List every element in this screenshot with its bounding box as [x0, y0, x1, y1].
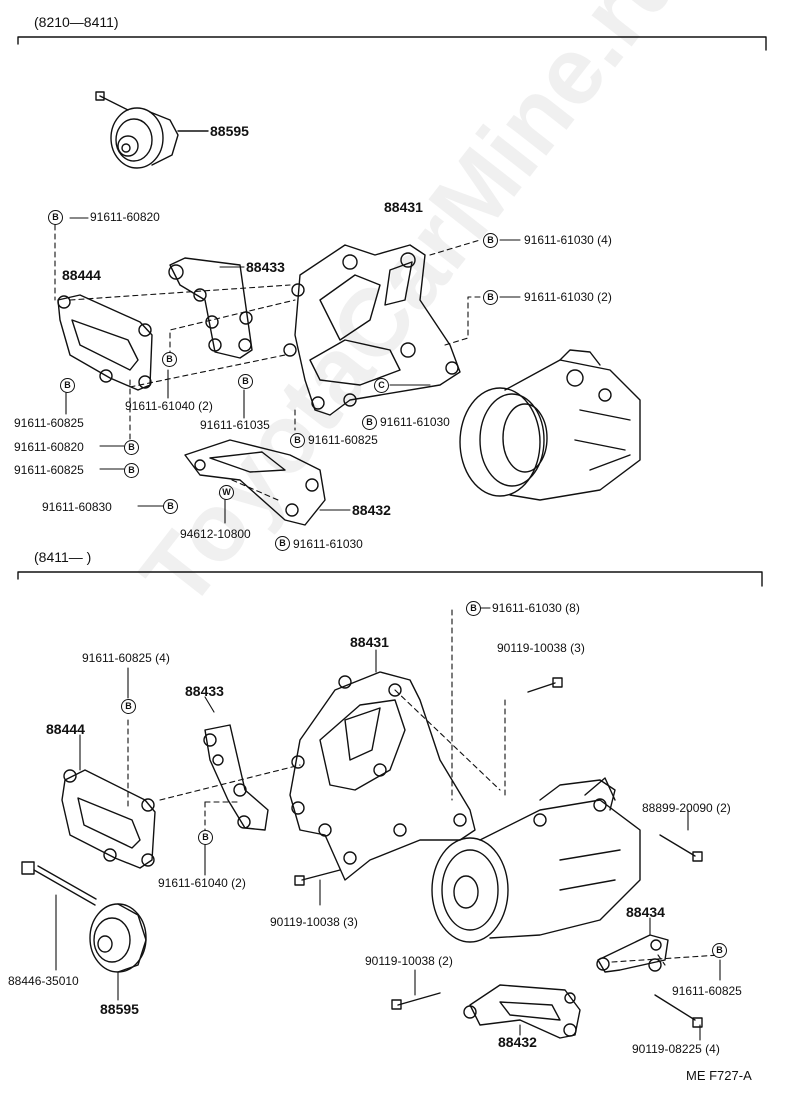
bolt-badge: B [124, 440, 139, 455]
section1-frame [17, 36, 767, 51]
bolt-label: 88446-35010 [8, 974, 79, 988]
section1-range: (8210—8411) [34, 14, 119, 30]
pulley-88595-b [89, 903, 147, 973]
part-label-88444: 88444 [62, 267, 101, 283]
compressor-b [431, 777, 641, 943]
bolt-label: 88899-20090 (2) [642, 801, 731, 815]
bolt-label: 91611-61030 (2) [524, 290, 612, 304]
bolt-label: 90119-10038 (3) [270, 915, 358, 929]
bolt-label: 91611-61040 (2) [125, 399, 213, 413]
washer-label: 94612-10800 [180, 527, 251, 541]
link-88433 [168, 257, 253, 359]
part-label-88444: 88444 [46, 721, 85, 737]
bracket-88432 [184, 439, 326, 526]
bolt-badge: B [362, 415, 377, 430]
bolt-label: 91611-61040 (2) [158, 876, 246, 890]
part-label-88595: 88595 [210, 123, 249, 139]
bracket-88432-b [463, 984, 581, 1039]
bolt-label: 90119-10038 (3) [497, 641, 585, 655]
plate-88444 [57, 294, 153, 391]
bolt-label: 91611-61030 [380, 415, 450, 429]
bolt-badge: B [163, 499, 178, 514]
bolt-badge: B [238, 374, 253, 389]
section2-solid-leaders [55, 607, 721, 1041]
bolt-badge: B [162, 352, 177, 367]
bolt-label: 91611-61030 (4) [524, 233, 612, 247]
bolt-label: 91611-60825 [14, 416, 84, 430]
bolt-badge: B [483, 233, 498, 248]
bracket-88434 [596, 934, 669, 973]
bolt-label: 91611-60820 [14, 440, 84, 454]
bolt-badge: B [48, 210, 63, 225]
bolt-badge: B [60, 378, 75, 393]
washer-badge: W [219, 485, 234, 500]
bolts-sec2 [294, 677, 703, 1028]
bolt-badge: B [121, 699, 136, 714]
bolt-88446 [21, 861, 97, 906]
bolt-label: 91611-61030 [293, 537, 363, 551]
section2-frame [17, 571, 763, 587]
bolt-label: 91611-60830 [42, 500, 112, 514]
bolt-badge: B [466, 601, 481, 616]
bolt-label: 90119-10038 (2) [365, 954, 453, 968]
bolt-label: 91611-60825 [308, 433, 378, 447]
ac-compressor [459, 349, 641, 501]
part-label-88433: 88433 [185, 683, 224, 699]
part-label-88432: 88432 [498, 1034, 537, 1050]
bolt-label: 91611-61030 (8) [492, 601, 580, 615]
bracket-88431-b [289, 671, 476, 881]
bolt-label: 90119-08225 (4) [632, 1042, 720, 1056]
bolt-label: 91611-60825 (4) [82, 651, 170, 665]
collar-badge: C [374, 378, 389, 393]
bolt-badge: B [198, 830, 213, 845]
bolt-badge: B [124, 463, 139, 478]
idler-pulley-88595 [95, 91, 209, 169]
section2-leaders [127, 609, 721, 966]
part-label-88595: 88595 [100, 1001, 139, 1017]
part-label-88432: 88432 [352, 502, 391, 518]
part-label-88433: 88433 [246, 259, 285, 275]
plate-88444-b [61, 769, 156, 869]
section2-range: (8411— ) [34, 549, 92, 565]
bolt-badge: B [712, 943, 727, 958]
bolt-badge: B [275, 536, 290, 551]
part-label-88434: 88434 [626, 904, 665, 920]
bolt-label: 91611-60825 [672, 984, 742, 998]
bolt-label: 91611-60825 [14, 463, 84, 477]
part-label-88431: 88431 [350, 634, 389, 650]
part-label-88431: 88431 [384, 199, 423, 215]
bolt-label: 91611-60820 [90, 210, 160, 224]
link-88433-b [203, 724, 269, 831]
bolt-badge: B [290, 433, 305, 448]
bolt-badge: B [483, 290, 498, 305]
bolt-label: 91611-61035 [200, 418, 270, 432]
figure-code: ME F727-A [686, 1068, 752, 1083]
section1-solid-leaders [65, 217, 521, 524]
bracket-88431 [283, 244, 461, 416]
